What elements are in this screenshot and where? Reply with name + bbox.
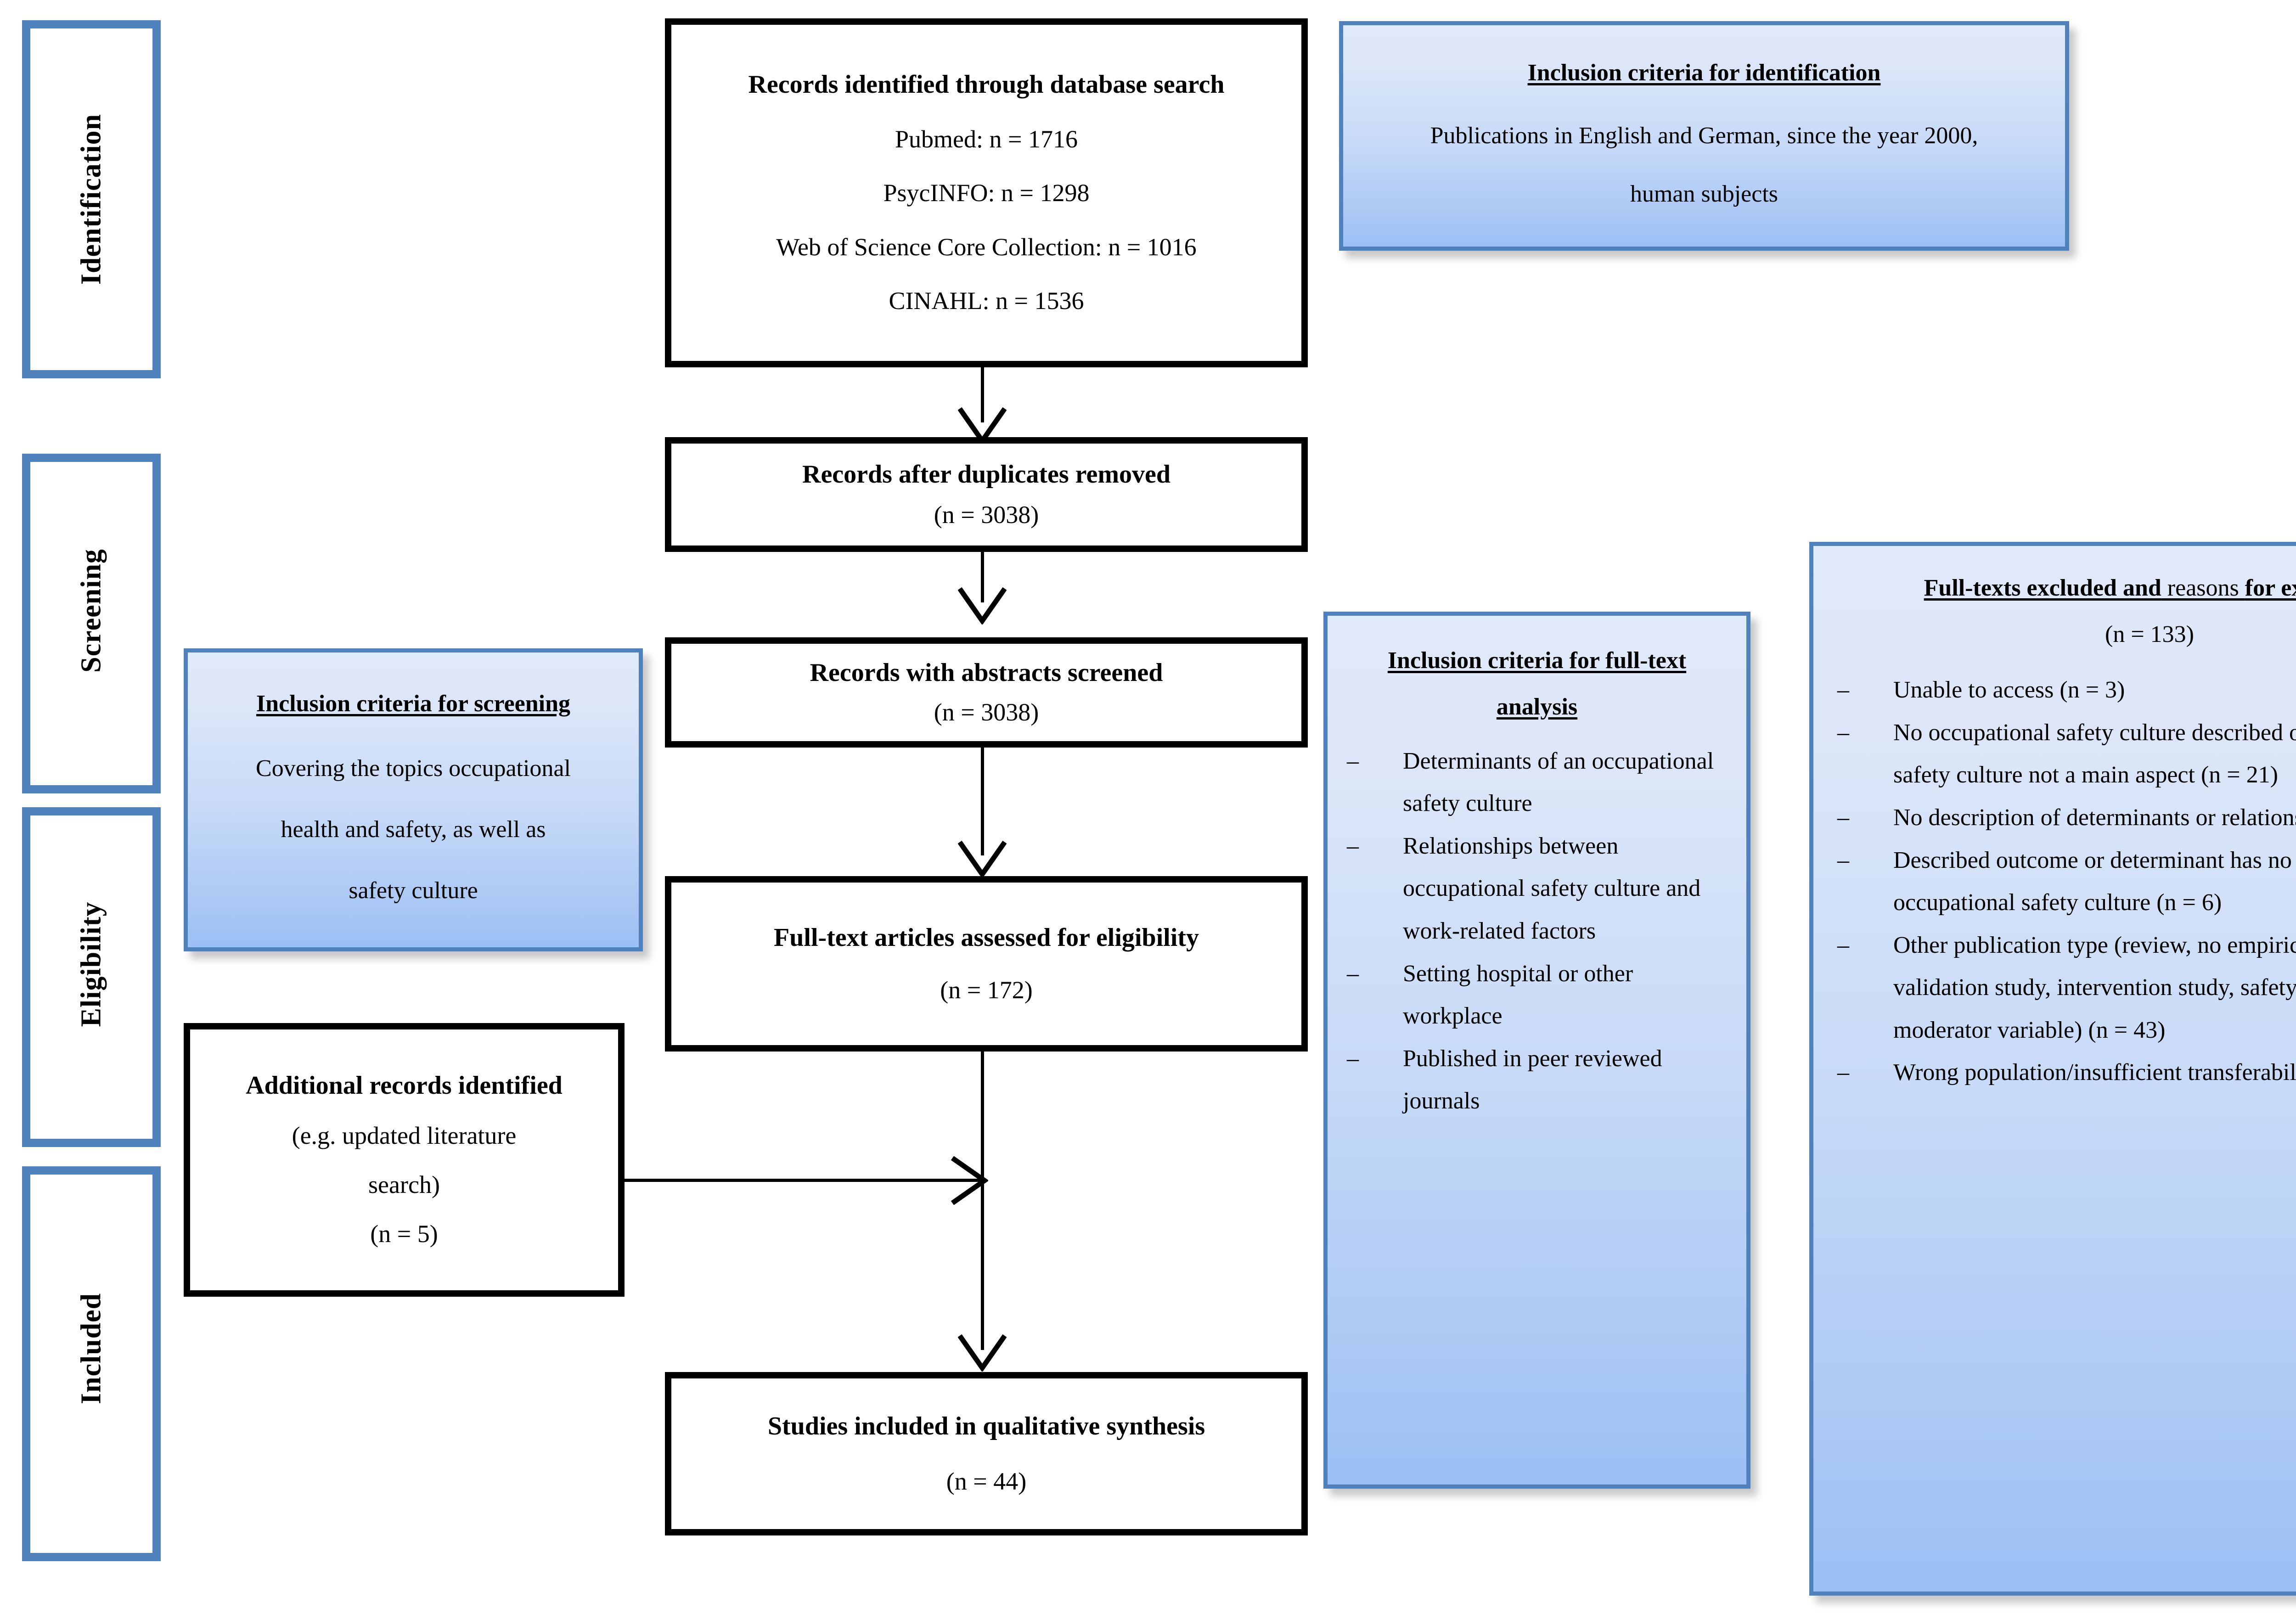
exclusions-box: Full-texts excluded and reasons for excl… bbox=[1809, 542, 2296, 1596]
list-item: Relationships between occupational safet… bbox=[1343, 825, 1731, 953]
abstracts-screened-title: Records with abstracts screened bbox=[810, 658, 1163, 687]
criteria-fulltext-title-line1: Inclusion criteria for full-text bbox=[1387, 647, 1687, 674]
criteria-identification-title: Inclusion criteria for identification bbox=[1527, 60, 1881, 86]
criteria-box-identification: Inclusion criteria for identification Pu… bbox=[1339, 21, 2069, 251]
list-item: No description of determinants or relati… bbox=[1834, 797, 2296, 839]
flow-box-records-identified: Records identified through database sear… bbox=[665, 18, 1308, 367]
stage-label-screening: Screening bbox=[75, 549, 107, 673]
connector-fulltext-to-included bbox=[981, 1052, 984, 1350]
flow-box-additional-records: Additional records identified (e.g. upda… bbox=[184, 1023, 625, 1297]
flow-box-duplicates-removed: Records after duplicates removed (n = 30… bbox=[665, 437, 1308, 552]
arrowhead-down-4 bbox=[958, 1334, 1007, 1372]
criteria-screening-line3: safety culture bbox=[349, 877, 478, 904]
criteria-box-screening: Inclusion criteria for screening Coverin… bbox=[184, 648, 643, 951]
list-item: Described outcome or determinant has no … bbox=[1834, 839, 2296, 924]
fulltext-assessed-title: Full-text articles assessed for eligibil… bbox=[774, 923, 1199, 952]
list-item: Setting hospital or other workplace bbox=[1343, 953, 1731, 1038]
list-item: Published in peer reviewed journals bbox=[1343, 1038, 1731, 1123]
list-item: Wrong population/insufficient transferab… bbox=[1834, 1052, 2296, 1094]
criteria-screening-title: Inclusion criteria for screening bbox=[256, 691, 571, 717]
criteria-identification-line1: Publications in English and German, sinc… bbox=[1430, 123, 1978, 149]
criteria-fulltext-list: Determinants of an occupational safety c… bbox=[1343, 740, 1731, 1123]
flow-box-abstracts-screened: Records with abstracts screened (n = 303… bbox=[665, 637, 1308, 748]
list-item: Unable to access (n = 3) bbox=[1834, 669, 2296, 712]
list-item: Other publication type (review, no empir… bbox=[1834, 924, 2296, 1052]
records-identified-pubmed: Pubmed: n = 1716 bbox=[895, 125, 1078, 153]
exclusions-list: Unable to access (n = 3) No occupational… bbox=[1834, 669, 2296, 1094]
duplicates-removed-title: Records after duplicates removed bbox=[802, 460, 1171, 489]
included-studies-count: (n = 44) bbox=[946, 1468, 1027, 1496]
fulltext-assessed-count: (n = 172) bbox=[940, 976, 1033, 1004]
criteria-fulltext-title-line2: analysis bbox=[1496, 694, 1578, 720]
arrowhead-right-1 bbox=[951, 1156, 988, 1205]
additional-records-count: (n = 5) bbox=[370, 1220, 438, 1248]
connector-identified-to-duplicates bbox=[981, 367, 984, 422]
criteria-screening-line1: Covering the topics occupational bbox=[256, 755, 571, 782]
stage-box-eligibility: Eligibility bbox=[22, 807, 161, 1147]
duplicates-removed-count: (n = 3038) bbox=[934, 501, 1039, 529]
included-studies-title: Studies included in qualitative synthesi… bbox=[767, 1412, 1205, 1440]
stage-label-identification: Identification bbox=[75, 113, 107, 285]
criteria-box-fulltext: Inclusion criteria for full-text analysi… bbox=[1323, 612, 1750, 1489]
criteria-screening-line2: health and safety, as well as bbox=[281, 816, 546, 843]
flow-box-fulltext-assessed: Full-text articles assessed for eligibil… bbox=[665, 876, 1308, 1052]
criteria-identification-line2: human subjects bbox=[1630, 181, 1778, 208]
stage-label-eligibility: Eligibility bbox=[75, 901, 107, 1027]
additional-records-line2: (e.g. updated literature bbox=[292, 1121, 517, 1149]
abstracts-screened-count: (n = 3038) bbox=[934, 698, 1039, 726]
additional-records-line3: search) bbox=[368, 1171, 440, 1199]
connector-additional-to-spine bbox=[625, 1179, 985, 1182]
stage-box-screening: Screening bbox=[22, 454, 161, 793]
records-identified-psycinfo: PsycINFO: n = 1298 bbox=[883, 179, 1090, 207]
exclusions-title-bold2: for exclusion bbox=[2245, 575, 2296, 601]
records-identified-wos: Web of Science Core Collection: n = 1016 bbox=[776, 233, 1197, 261]
stage-box-included: Included bbox=[22, 1166, 161, 1561]
records-identified-cinahl: CINAHL: n = 1536 bbox=[889, 287, 1084, 315]
arrowhead-down-2 bbox=[958, 587, 1007, 624]
connector-duplicates-to-abstracts bbox=[981, 552, 984, 602]
connector-abstracts-to-fulltext bbox=[981, 748, 984, 855]
arrowhead-down-3 bbox=[958, 840, 1007, 878]
flow-box-included-studies: Studies included in qualitative synthesi… bbox=[665, 1372, 1308, 1535]
list-item: No occupational safety culture described… bbox=[1834, 712, 2296, 797]
additional-records-title: Additional records identified bbox=[246, 1071, 563, 1100]
records-identified-title: Records identified through database sear… bbox=[748, 70, 1225, 99]
exclusions-title-bold1: Full-texts excluded and bbox=[1924, 575, 2161, 601]
exclusions-title-normal: reasons bbox=[2161, 575, 2245, 601]
exclusions-title: Full-texts excluded and reasons for excl… bbox=[1834, 571, 2296, 605]
exclusions-total-count: (n = 133) bbox=[2105, 621, 2194, 648]
list-item: Determinants of an occupational safety c… bbox=[1343, 740, 1731, 825]
stage-box-identification: Identification bbox=[22, 20, 161, 378]
stage-label-included: Included bbox=[75, 1293, 107, 1405]
